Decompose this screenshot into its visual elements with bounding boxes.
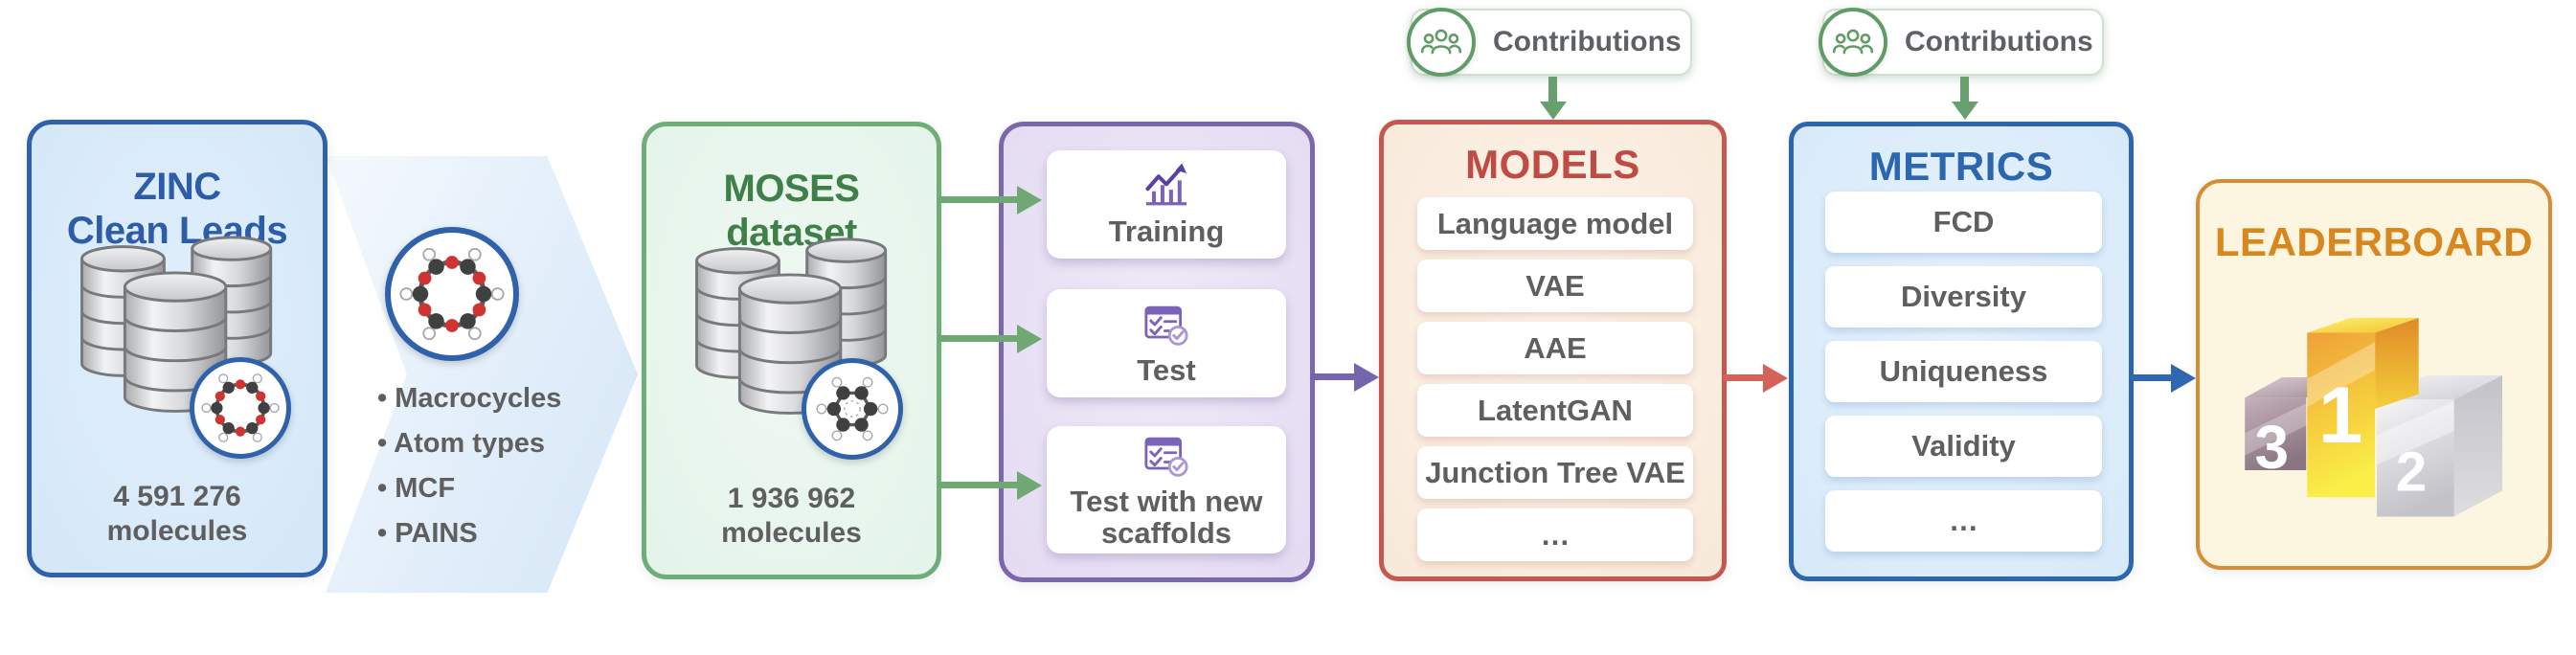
model-item-aae: AAE <box>1417 322 1693 374</box>
arrow-models-to-metrics <box>1723 374 1763 381</box>
test-new-scaffolds-card: Test with new scaffolds <box>1047 426 1286 553</box>
models-box: MODELS Language model VAE AAE LatentGAN … <box>1379 120 1727 581</box>
metric-item-uniqueness: Uniqueness <box>1825 341 2102 402</box>
metrics-box: METRICS FCD Diversity Uniqueness Validit… <box>1789 122 2134 581</box>
data-splits-box: Training Test Test with new scaffolds <box>999 122 1315 582</box>
molecule-ring-icon <box>385 227 519 361</box>
model-item-language-model: Language model <box>1417 197 1693 250</box>
filter-item-mcf: MCF <box>377 466 561 511</box>
test-label: Test <box>1137 353 1196 388</box>
podium-icon: 3 1 2 <box>2245 317 2503 517</box>
bar-chart-icon <box>1139 161 1194 211</box>
zinc-count: 4 591 276 molecules <box>32 480 323 550</box>
moses-title-line1: MOSES <box>723 168 860 210</box>
molecule-ring-icon <box>190 357 291 459</box>
podium-rank-1: 1 <box>2318 370 2362 460</box>
model-item-latentgan: LatentGAN <box>1417 384 1693 437</box>
filter-item-pains: PAINS <box>377 511 561 556</box>
leaderboard-title: LEADERBOARD <box>2214 219 2534 264</box>
test-card: Test <box>1047 289 1286 397</box>
arrow-moses-to-scaffolds <box>938 482 1017 488</box>
training-card: Training <box>1047 150 1286 259</box>
people-icon <box>1407 8 1476 77</box>
arrow-moses-to-test <box>938 335 1017 342</box>
zinc-title-line1: ZINC <box>133 166 221 208</box>
zinc-count-value: 4 591 276 <box>113 480 241 512</box>
metric-item-ellipsis: … <box>1825 490 2102 552</box>
people-icon <box>1819 8 1887 77</box>
molecule-hex-icon <box>802 358 903 460</box>
arrow-moses-to-training <box>938 196 1017 203</box>
arrow-contributions-to-metrics <box>1960 77 1969 102</box>
podium-rank-3: 3 <box>2255 413 2290 482</box>
podium-rank-2: 2 <box>2396 440 2427 503</box>
metric-item-validity: Validity <box>1825 416 2102 477</box>
checklist-icon <box>1139 300 1194 350</box>
contributions-label: Contributions <box>1905 26 2093 57</box>
arrow-contributions-to-models <box>1548 77 1557 102</box>
contributions-label: Contributions <box>1493 26 1682 57</box>
training-label: Training <box>1108 215 1225 249</box>
zinc-count-label: molecules <box>106 515 248 548</box>
arrow-splits-to-models <box>1311 373 1354 380</box>
moses-count-value: 1 936 962 <box>727 482 856 514</box>
zinc-box: ZINC Clean Leads 4 591 276 molecules <box>27 120 328 577</box>
filter-list: Macrocycles Atom types MCF PAINS <box>377 376 561 556</box>
metric-item-diversity: Diversity <box>1825 266 2102 328</box>
test-new-scaffolds-label: Test with new scaffolds <box>1070 484 1263 550</box>
model-item-junction-tree-vae: Junction Tree VAE <box>1417 446 1693 499</box>
model-item-ellipsis: … <box>1417 508 1693 561</box>
checklist-icon <box>1139 431 1194 481</box>
model-item-vae: VAE <box>1417 260 1693 312</box>
moses-count-label: molecules <box>721 517 862 550</box>
arrow-metrics-to-leaderboard <box>2131 374 2171 381</box>
moses-box: MOSES dataset 1 936 962 molecules <box>642 122 941 579</box>
filter-item-atom-types: Atom types <box>377 421 561 466</box>
filter-item-macrocycles: Macrocycles <box>377 376 561 421</box>
moses-count: 1 936 962 molecules <box>646 482 937 552</box>
metric-item-fcd: FCD <box>1825 192 2102 253</box>
leaderboard-box: LEADERBOARD <box>2196 179 2552 570</box>
metrics-title: METRICS <box>1868 144 2054 189</box>
models-title: MODELS <box>1465 142 1640 187</box>
